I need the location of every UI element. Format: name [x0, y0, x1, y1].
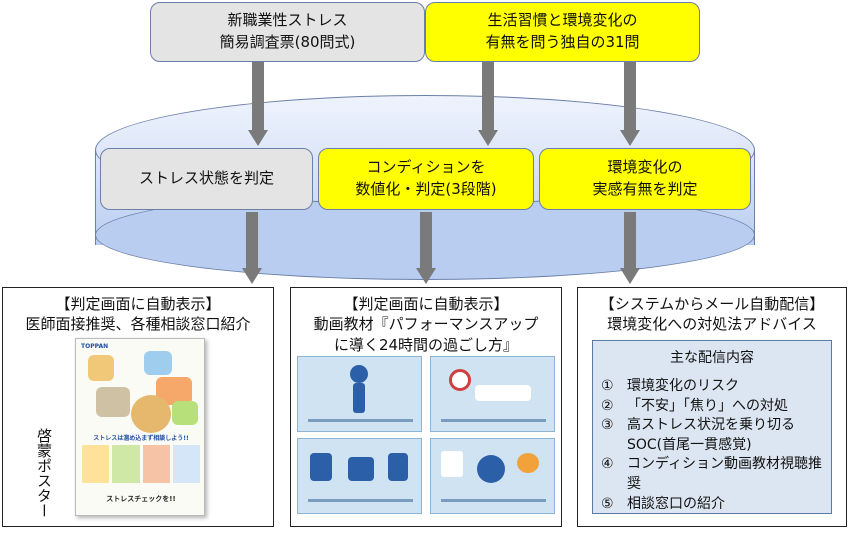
mid-box-center-line2: 数値化・判定(3段階): [355, 180, 497, 198]
mid-box-right-line1: 環境変化の: [607, 158, 683, 177]
panel-center-title: 【判定画面に自動表示】 動画教材『パフォーマンスアップ に導く24時間の過ごし方…: [291, 294, 561, 355]
panel-center-title2: 動画教材『パフォーマンスアップ: [313, 315, 539, 334]
advice-item-text: 環境変化のリスク: [627, 378, 739, 394]
advice-item-number: ①: [601, 378, 614, 394]
poster-bear-6: [172, 401, 198, 425]
advice-item-number: ⑤: [601, 495, 614, 512]
poster-bear-5: [131, 395, 171, 433]
panel-left-title: 【判定画面に自動表示】 医師面接推奨、各種相談窓口紹介: [3, 294, 273, 335]
mid-box-center-line1: コンディションを: [366, 158, 486, 177]
advice-item: ② 「不安」「焦り」への対処: [601, 397, 823, 417]
arrow-bottom-right: [620, 212, 640, 286]
mid-box-condition-score: コンディションを数値化・判定(3段階): [318, 148, 534, 210]
advice-item-text: 相談窓口の紹介: [627, 495, 725, 512]
panel-video: 【判定画面に自動表示】 動画教材『パフォーマンスアップ に導く24時間の過ごし方…: [290, 287, 562, 527]
arrow-bottom-left: [242, 212, 262, 286]
advice-item: ⑤ 相談窓口の紹介: [601, 495, 823, 515]
panel-right-title1: 【システムからメール自動配信】: [599, 295, 825, 313]
poster-bear-2: [144, 351, 172, 375]
top-box-right-line1: 生活習慣と環境変化の: [487, 11, 638, 30]
poster-image: TOPPAN ストレスは溜め込まず相談しよう!! ストレスチェックを!!: [75, 338, 205, 516]
mid-box-stress-judgement: ストレス状態を判定: [100, 148, 313, 210]
panel-right-title2: 環境変化への対処法アドバイス: [607, 315, 817, 334]
panel-left-title2: 医師面接推奨、各種相談窓口紹介: [25, 315, 251, 334]
poster-bear-4: [96, 387, 130, 417]
video-thumb-2: [430, 356, 555, 432]
top-box-stress-survey: 新職業性ストレス簡易調査票(80問式): [150, 2, 425, 62]
top-box-right-line2: 有無を問う独自の31問: [485, 33, 640, 51]
poster-brand: TOPPAN: [81, 343, 109, 350]
advice-item: ① 環境変化のリスク: [601, 377, 823, 397]
poster-headline: ストレスは溜め込まず相談しよう!!: [93, 435, 189, 442]
panel-right-title: 【システムからメール自動配信】 環境変化への対処法アドバイス: [578, 294, 846, 335]
panel-center-title3: に導く24時間の過ごし方』: [333, 335, 519, 354]
arrow-top-left: [248, 62, 268, 148]
video-thumb-1: [297, 356, 422, 432]
arrow-bottom-center: [416, 212, 436, 286]
poster-bear-1: [88, 355, 114, 381]
advice-item: ④ コンディション動画教材視聴推奨: [601, 455, 823, 494]
top-box-left-line1: 新職業性ストレス: [227, 11, 348, 30]
top-box-left-line2: 簡易調査票(80問式): [219, 33, 356, 51]
advice-item-text: コンディション動画教材視聴推奨: [627, 456, 823, 492]
panel-center-title1: 【判定画面に自動表示】: [343, 295, 509, 313]
advice-item-number: ③: [601, 417, 614, 434]
mid-box-left-text: ストレス状態を判定: [138, 169, 274, 188]
arrow-top-center: [478, 62, 498, 148]
mid-box-environment-change: 環境変化の実感有無を判定: [539, 148, 751, 210]
mid-box-right-line2: 実感有無を判定: [592, 180, 698, 198]
advice-box: 主な配信内容 ① 環境変化のリスク ② 「不安」「焦り」への対処 ③ 高ストレス状況を…: [592, 340, 832, 514]
video-thumb-3: [297, 438, 422, 514]
advice-item-number: ④: [601, 456, 614, 473]
video-thumb-4: [430, 438, 555, 514]
advice-item-text: 「不安」「焦り」への対処: [627, 397, 788, 414]
arrow-top-right: [620, 62, 640, 148]
poster-label: 啓蒙ポスター: [35, 428, 53, 518]
top-box-lifestyle-questions: 生活習慣と環境変化の有無を問う独自の31問: [425, 2, 700, 62]
advice-heading: 主な配信内容: [670, 350, 754, 366]
poster-footer: ストレスチェックを!!: [106, 495, 176, 503]
advice-item-text: 高ストレス状況を乗り切る SOC(首尾一貫感覚): [627, 417, 795, 453]
panel-consultation: 【判定画面に自動表示】 医師面接推奨、各種相談窓口紹介 TOPPAN ストレスは…: [2, 287, 274, 527]
poster-info-grid: [82, 445, 200, 483]
advice-item-number: ②: [601, 397, 614, 414]
panel-left-title1: 【判定画面に自動表示】: [55, 295, 221, 313]
advice-item: ③ 高ストレス状況を乗り切る SOC(首尾一貫感覚): [601, 416, 823, 455]
